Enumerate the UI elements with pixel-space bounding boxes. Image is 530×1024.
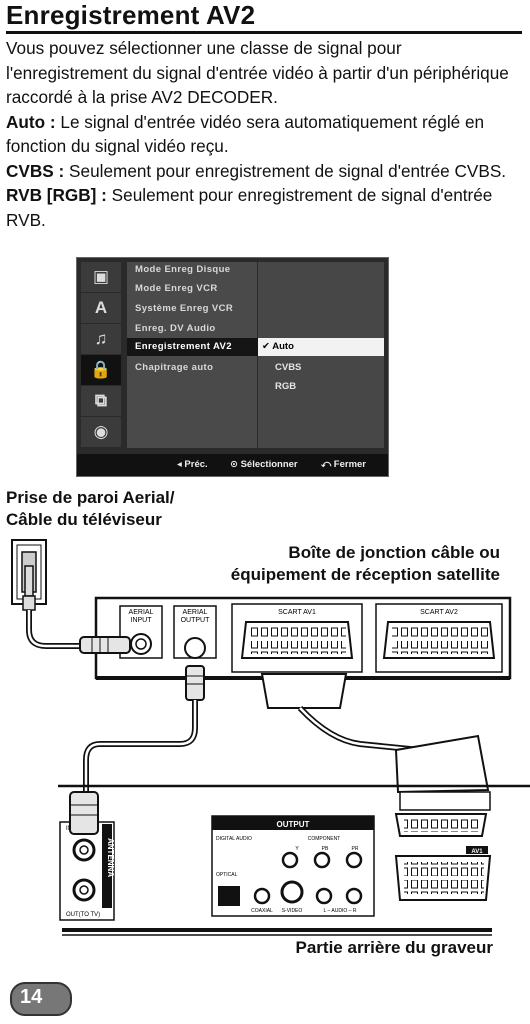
setup-menu: ▣ A ♫ 🔒 ⧉ ◉ Mode Enreg Disque Mode Enreg… bbox=[76, 257, 389, 477]
diagram-caption: Partie arrière du graveur bbox=[295, 938, 493, 957]
digital-audio-label: DIGITAL AUDIO bbox=[216, 836, 252, 842]
antenna-label: ANTENNA bbox=[106, 838, 115, 877]
page-title: Enregistrement AV2 bbox=[6, 0, 256, 30]
description: Vous pouvez sélectionner une classe de s… bbox=[6, 36, 522, 232]
menu-item-mode-enreg-disque[interactable]: Mode Enreg Disque bbox=[135, 264, 231, 275]
audio-label: L – AUDIO – R bbox=[324, 908, 357, 914]
item-term: RVB [RGB] : bbox=[6, 185, 107, 205]
lock-icon[interactable]: 🔒 bbox=[81, 355, 121, 385]
item-text: Seulement pour enregistrement de signal … bbox=[64, 160, 507, 181]
pb-label: PB bbox=[322, 846, 329, 852]
item-text: Seulement pour enregistrement de signal … bbox=[6, 185, 493, 230]
wall-socket-label: Prise de paroi Aerial/ Câble du télévise… bbox=[6, 488, 175, 529]
svideo-label: S-VIDEO bbox=[282, 908, 303, 914]
y-label: Y bbox=[295, 846, 299, 852]
item-term: CVBS : bbox=[6, 160, 65, 181]
option-auto[interactable]: ✔ Auto bbox=[258, 338, 384, 356]
optical-label: OPTICAL bbox=[216, 872, 238, 878]
screen-icon[interactable]: ▣ bbox=[81, 262, 121, 292]
wall-socket-icon bbox=[11, 539, 47, 611]
pr-label: PR bbox=[352, 846, 359, 852]
menu-item-mode-enreg-vcr[interactable]: Mode Enreg VCR bbox=[135, 283, 218, 294]
page-number: 14 bbox=[20, 986, 43, 1008]
close-button[interactable]: ⤺ Fermer bbox=[321, 459, 367, 470]
menu-footer: ◂ Préc. ⊙ Sélectionner ⤺ Fermer bbox=[77, 454, 388, 476]
antenna-out-label: OUT(TO TV) bbox=[66, 912, 100, 918]
menu-item-chapitrage-auto[interactable]: Chapitrage auto bbox=[135, 362, 214, 373]
item-rvb: RVB [RGB] : Seulement pour enregistremen… bbox=[6, 183, 522, 232]
language-icon[interactable]: A bbox=[81, 293, 121, 323]
option-cvbs[interactable]: CVBS bbox=[275, 362, 302, 373]
menu-icon-column: ▣ A ♫ 🔒 ⧉ ◉ bbox=[81, 262, 121, 448]
av1-label: AV1 bbox=[471, 849, 483, 855]
prev-button[interactable]: ◂ Préc. bbox=[177, 459, 208, 470]
output-label: OUTPUT bbox=[277, 820, 310, 829]
page-number-badge bbox=[10, 982, 72, 1016]
option-label: Auto bbox=[272, 341, 294, 352]
select-button[interactable]: ⊙ Sélectionner bbox=[230, 459, 298, 470]
component-label: COMPONENT bbox=[308, 836, 341, 842]
check-icon: ✔ bbox=[262, 341, 273, 352]
menu-item-enregistrement-av2[interactable]: Enregistrement AV2 bbox=[127, 338, 258, 356]
film-icon[interactable]: ⧉ bbox=[81, 386, 121, 416]
option-rgb[interactable]: RGB bbox=[275, 381, 297, 392]
item-term: Auto : bbox=[6, 111, 56, 132]
coaxial-label: COAXIAL bbox=[251, 908, 273, 914]
scart-av2-label: SCART AV2 bbox=[420, 609, 458, 616]
title-rule bbox=[6, 31, 522, 34]
item-text: Le signal d'entrée vidéo sera automatiqu… bbox=[6, 111, 485, 157]
menu-item-systeme-enreg-vcr[interactable]: Système Enreg VCR bbox=[135, 303, 234, 314]
item-cvbs: CVBS : Seulement pour enregistrement de … bbox=[6, 159, 522, 184]
menu-item-enreg-dv-audio[interactable]: Enreg. DV Audio bbox=[135, 323, 216, 334]
intro-text: Vous pouvez sélectionner une classe de s… bbox=[6, 38, 509, 107]
item-auto: Auto : Le signal d'entrée vidéo sera aut… bbox=[6, 110, 522, 159]
disc-icon[interactable]: ◉ bbox=[81, 417, 121, 447]
set-top-box-label: Boîte de jonction câble ou équipement de… bbox=[230, 543, 500, 584]
scart-av1-label: SCART AV1 bbox=[278, 609, 316, 616]
audio-icon[interactable]: ♫ bbox=[81, 324, 121, 354]
